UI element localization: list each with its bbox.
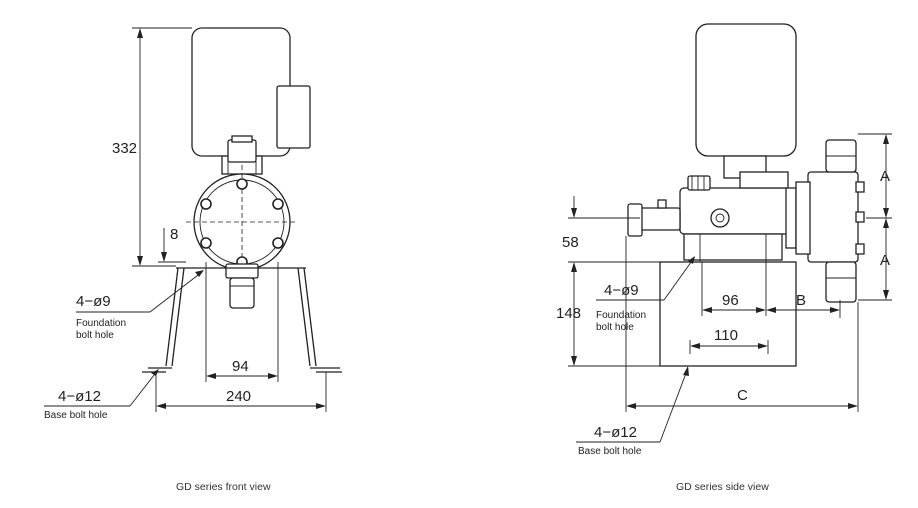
side-base-bolt-spec: 4−ø12 [594,424,637,441]
side-base [659,261,797,367]
dim-58: 58 [562,234,579,251]
side-base-bolt-label: Base bolt hole [578,446,642,457]
side-base-bolt-callout: 4−ø12 Base bolt hole [576,366,689,457]
dim-A-bottom: A [880,252,890,269]
side-pump-body [627,139,865,303]
dim-148: 148 [556,305,581,322]
side-foundation-bolt-line1: Foundation [596,310,646,321]
front-stand [142,267,342,373]
dim-8: 8 [170,226,178,243]
front-foundation-bolt-callout: 4−ø9 Foundation bolt hole [76,270,204,341]
side-view-caption: GD series side view [676,481,769,493]
side-foundation-bolt-callout: 4−ø9 Foundation bolt hole [596,256,695,333]
dim-A-top: A [880,168,890,185]
front-view-caption: GD series front view [176,481,271,493]
dim-332: 332 [112,140,137,157]
dim-96: 96 [722,292,739,309]
side-foundation-bolt-spec: 4−ø9 [604,282,639,299]
side-dim-148: 148 [556,264,660,367]
dim-110: 110 [714,327,738,344]
front-dim-offset: 8 [158,226,186,263]
side-dim-B: B [766,292,841,318]
front-base-bolt-label: Base bolt hole [44,410,108,421]
front-foundation-bolt-line1: Foundation [76,318,126,329]
side-foundation-bolt-line2: bolt hole [596,322,634,333]
front-base-bolt-callout: 4−ø12 Base bolt hole [44,369,159,421]
front-dim-94: 94 [205,262,279,382]
side-dim-C: C [625,236,859,412]
side-dim-110: 110 [689,327,769,354]
front-dim-240: 240 [155,372,327,412]
dim-C: C [737,387,748,404]
side-dim-96: 96 [701,262,767,316]
dim-94: 94 [232,358,249,375]
front-motor [191,27,311,175]
front-view: 332 8 4−ø9 Foundation bolt hole 94 [44,27,342,493]
side-dim-A: A A [858,133,892,301]
front-foundation-bolt-line2: bolt hole [76,330,114,341]
front-pump-head [186,135,298,309]
dim-B: B [796,292,806,309]
side-dim-58: 58 [562,196,660,272]
dim-240: 240 [226,388,251,405]
side-motor [695,23,797,179]
front-foundation-bolt-spec: 4−ø9 [76,293,111,310]
side-view: 58 148 4−ø9 Foundation bolt hole 96 [556,23,892,493]
front-base-bolt-spec: 4−ø12 [58,388,101,405]
front-dim-height: 332 [112,27,192,267]
